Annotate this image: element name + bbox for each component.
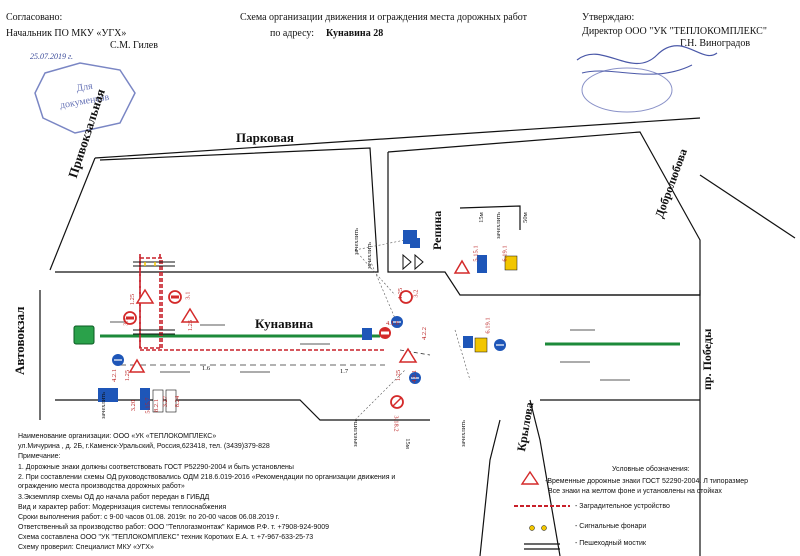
- street-pobedy: пр. Победы: [700, 328, 714, 390]
- note-org: Наименование организации: ООО «УК «ТЕПЛО…: [18, 433, 217, 440]
- cover-label: зачехлить: [460, 419, 468, 448]
- signature-stamp: [576, 45, 718, 113]
- title-address: Кунавина 28: [326, 28, 384, 39]
- legend-signs: -Временные дорожные знаки ГОСТ 52290-200…: [545, 478, 749, 485]
- legend-signs-note: Все знаки на желтом фоне и установлены н…: [548, 488, 722, 495]
- cover-label: зачехлить: [366, 241, 374, 270]
- legend-lights: - Сигнальные фонари: [575, 523, 647, 530]
- legend-symbols: [514, 470, 570, 550]
- street-parkovaya: Парковая: [236, 130, 294, 145]
- note-2: 2. При составлении схемы ОД руководствов…: [18, 474, 396, 481]
- sign-label: 1.25: [397, 287, 405, 300]
- legend-barrier: - Заградительное устройство: [575, 503, 670, 510]
- sign-label: 1.25: [124, 369, 132, 382]
- svg-text:Для: Для: [76, 81, 94, 95]
- marking-label: 1.7: [340, 368, 349, 375]
- distance-label: 15м: [477, 212, 485, 223]
- note-terms: Сроки выполнения работ: с 9-00 часов 01.…: [18, 514, 280, 521]
- cover-label: зачехлить: [495, 211, 503, 240]
- sign-label: 3.1: [184, 291, 192, 300]
- street-kunavina: Кунавина: [255, 316, 314, 331]
- sign-label: 6.19.1: [484, 317, 492, 334]
- approved-label: Утверждаю:: [582, 12, 635, 23]
- distance-label: 15м: [403, 438, 411, 449]
- note-responsible: Ответственный за производство работ: ООО…: [18, 524, 330, 531]
- sign-label: 3.18.2: [392, 415, 400, 432]
- agreed-position: Начальник ПО МКУ «УГХ»: [6, 28, 127, 39]
- title-line1: Схема организации движения и ограждения …: [240, 12, 528, 23]
- agreed-name: С.М. Гилев: [110, 40, 158, 51]
- sign-label: 4.2.2: [421, 327, 428, 340]
- sign-label: 1.25: [395, 369, 403, 382]
- sign-label: 8.24: [174, 395, 182, 408]
- sign-label: 1.25: [187, 319, 195, 332]
- sign-label: 1.25: [129, 293, 137, 306]
- street-repina: Репина: [430, 210, 444, 250]
- legend-bridge: - Пешеходный мостик: [575, 540, 646, 547]
- title-prefix: по адресу:: [270, 28, 315, 39]
- sign-label: 4.2.1: [111, 369, 118, 382]
- agreed-label: Согласовано:: [6, 12, 63, 23]
- sign-label: 5.15.7: [144, 397, 152, 414]
- sign-label: 5.15.1: [472, 245, 480, 262]
- distance-label: 50м: [521, 212, 529, 223]
- legend-title: Условные обозначения:: [612, 466, 690, 473]
- marking-label: 1.6: [202, 365, 211, 372]
- sign-label: 8.2.1: [153, 399, 160, 412]
- note-checked: Схему проверил: Специалист МКУ «УГХ»: [18, 544, 154, 551]
- note-1: 1. Дорожные знаки должны соответствовать…: [18, 464, 294, 471]
- sign-label: 3.1: [122, 317, 130, 326]
- note-2b: ограждению места производства дорожных р…: [18, 483, 185, 490]
- sign-label: 3.20: [130, 399, 138, 412]
- approved-position: Директор ООО "УК "ТЕПЛОКОМПЛЕКС": [582, 26, 767, 37]
- cover-label: зачехлить: [353, 227, 361, 256]
- note-title: Примечание:: [18, 453, 61, 460]
- note-made: Схема составлена ООО "УК "ТЕПЛОКОМПЛЕКС"…: [18, 534, 314, 541]
- cover-label: зачехлить: [100, 391, 108, 420]
- sign-triangle-icon: [135, 288, 155, 304]
- approved-name: Г.Н. Виноградов: [680, 38, 751, 49]
- note-address: ул.Мичурина , д. 2Б, г.Каменск-Уральский…: [18, 443, 270, 450]
- street-avtovokzal: Автовокзал: [12, 306, 27, 375]
- note-work: Вид и характер работ: Модернизация систе…: [18, 504, 227, 511]
- cover-label: зачехлить: [352, 419, 360, 448]
- agreed-date: 25.07.2019 г.: [30, 52, 74, 61]
- sign-label: 3.2: [412, 289, 420, 298]
- sign-label: 3.27: [162, 395, 170, 408]
- sign-label: 4.2.1: [411, 370, 418, 383]
- sign-label: 6.19.1: [501, 245, 509, 262]
- note-3: 3.Экземпляр схемы ОД до начала работ пер…: [18, 494, 210, 501]
- sign-label: 4.1.6: [386, 320, 399, 327]
- stamp-logo: Для документов: [34, 62, 136, 134]
